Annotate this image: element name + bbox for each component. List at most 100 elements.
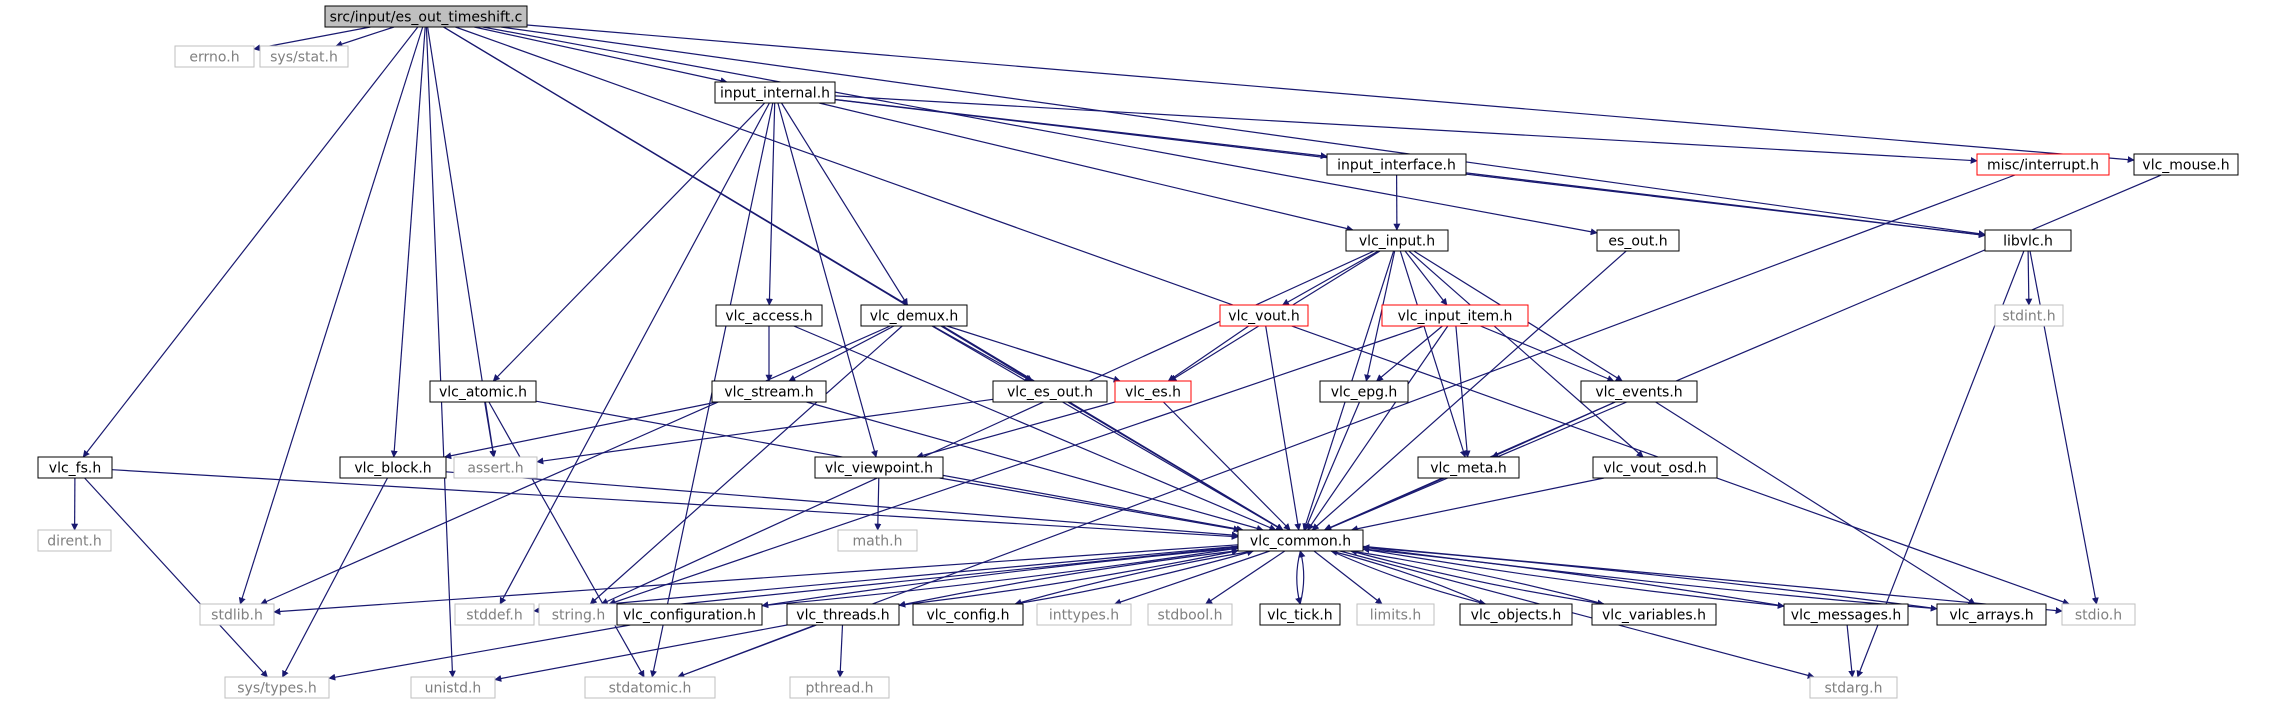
node-label: vlc_messages.h (1791, 608, 1901, 624)
node-label: vlc_common.h (1250, 534, 1351, 550)
node-box (992, 380, 1108, 403)
edge-vlc_variables-to-vlc_common (1350, 548, 1604, 605)
node-stddef[interactable]: stddef.h (454, 603, 535, 626)
node-box (1459, 603, 1573, 626)
node-vlc-objects[interactable]: vlc_objects.h (1459, 603, 1573, 626)
node-box (714, 81, 836, 104)
node-vlc-tick[interactable]: vlc_tick.h (1259, 603, 1341, 626)
node-box (453, 456, 538, 479)
node-vlc-mouse[interactable]: vlc_mouse.h (2133, 153, 2239, 176)
node-stdio[interactable]: stdio.h (2061, 603, 2136, 626)
edge-input_internal-to-vlc_access (765, 102, 776, 306)
node-input-internal[interactable]: input_internal.h (714, 81, 836, 104)
node-vlc-threads[interactable]: vlc_threads.h (786, 603, 900, 626)
node-stdbool[interactable]: stdbool.h (1147, 603, 1233, 626)
node-label: vlc_access.h (725, 309, 812, 325)
edge-vlc_es_out-to-vlc_common (1067, 401, 1284, 531)
node-label: vlc_configuration.h (623, 608, 756, 624)
node-sys-stat[interactable]: sys/stat.h (259, 45, 349, 68)
node-label: vlc_tick.h (1267, 608, 1332, 624)
node-box (454, 603, 535, 626)
node-dirent[interactable]: dirent.h (37, 529, 112, 552)
node-vlc-common[interactable]: vlc_common.h (1237, 529, 1364, 552)
edge-vlc_viewpoint-to-vlc_common (939, 477, 1241, 533)
edge-vlc_messages-to-vlc_common (1362, 546, 1785, 607)
node-stdint[interactable]: stdint.h (1994, 304, 2064, 327)
node-vlc-demux[interactable]: vlc_demux.h (860, 304, 968, 327)
edge-vlc_es-to-vlc_common (1162, 401, 1291, 531)
node-box (410, 676, 496, 699)
node-es-out[interactable]: es_out.h (1596, 229, 1680, 252)
edge-vlc_input-to-string (600, 250, 1375, 605)
node-inttypes[interactable]: inttypes.h (1036, 603, 1132, 626)
edge-vlc_common-to-vlc_configuration (761, 547, 1239, 609)
edge-vlc_viewpoint-to-math (874, 477, 882, 531)
edge-vlc_common-to-vlc_tick (1295, 550, 1302, 605)
node-box (1596, 229, 1680, 252)
node-box (1976, 153, 2110, 176)
edge-libvlc-to-stdio (2029, 250, 2099, 605)
node-label: vlc_epg.h (1331, 385, 1398, 401)
node-stdatomic[interactable]: stdatomic.h (584, 676, 716, 699)
node-label: vlc_objects.h (1471, 608, 1562, 624)
node-vlc-input-item[interactable]: vlc_input_item.h (1381, 304, 1529, 327)
node-box (1936, 603, 2047, 626)
node-misc-interrupt[interactable]: misc/interrupt.h (1976, 153, 2110, 176)
node-input-interface[interactable]: input_interface.h (1326, 153, 1467, 176)
node-vlc-viewpoint[interactable]: vlc_viewpoint.h (814, 456, 944, 479)
node-box (1147, 603, 1233, 626)
edge-es_out_timeshift-to-vlc_mouse (526, 24, 2135, 164)
node-vlc-vout-osd[interactable]: vlc_vout_osd.h (1592, 456, 1718, 479)
node-vlc-meta[interactable]: vlc_meta.h (1417, 456, 1520, 479)
node-box (174, 45, 255, 68)
node-label: vlc_config.h (926, 608, 1009, 624)
node-vlc-es-out[interactable]: vlc_es_out.h (992, 380, 1108, 403)
node-vlc-input[interactable]: vlc_input.h (1345, 229, 1449, 252)
node-label: vlc_vout_osd.h (1603, 461, 1706, 477)
edge-vlc_atomic-to-stdatomic (488, 401, 645, 678)
node-box (1237, 529, 1364, 552)
node-sys-types[interactable]: sys/types.h (224, 676, 330, 699)
node-label: stdatomic.h (609, 681, 692, 697)
node-vlc-fs[interactable]: vlc_fs.h (37, 456, 113, 479)
node-stdlib[interactable]: stdlib.h (199, 603, 275, 626)
edge-vlc_block-to-sys_types (281, 477, 389, 678)
node-vlc-configuration[interactable]: vlc_configuration.h (616, 603, 763, 626)
node-vlc-es[interactable]: vlc_es.h (1114, 380, 1192, 403)
node-math[interactable]: math.h (837, 529, 918, 552)
edge-es_out_timeshift-to-stdlib (238, 26, 424, 605)
node-assert[interactable]: assert.h (453, 456, 538, 479)
node-vlc-config[interactable]: vlc_config.h (912, 603, 1024, 626)
node-es-out-timeshift[interactable]: src/input/es_out_timeshift.c (324, 5, 528, 28)
node-label: vlc_variables.h (1602, 608, 1706, 624)
node-vlc-events[interactable]: vlc_events.h (1580, 380, 1698, 403)
node-libvlc[interactable]: libvlc.h (1984, 229, 2072, 252)
node-vlc-block[interactable]: vlc_block.h (339, 456, 447, 479)
node-label: dirent.h (47, 534, 102, 550)
node-label: vlc_arrays.h (1949, 608, 2033, 624)
node-unistd[interactable]: unistd.h (410, 676, 496, 699)
node-vlc-arrays[interactable]: vlc_arrays.h (1936, 603, 2047, 626)
node-string[interactable]: string.h (538, 603, 619, 626)
node-box (199, 603, 275, 626)
node-label: vlc_es_out.h (1007, 385, 1093, 401)
node-vlc-messages[interactable]: vlc_messages.h (1783, 603, 1909, 626)
node-vlc-stream[interactable]: vlc_stream.h (711, 380, 827, 403)
node-stdarg[interactable]: stdarg.h (1809, 676, 1898, 699)
node-label: vlc_input_item.h (1398, 309, 1513, 325)
node-vlc-vout[interactable]: vlc_vout.h (1219, 304, 1309, 327)
node-limits[interactable]: limits.h (1356, 603, 1435, 626)
edge-vlc_common-to-vlc_objects (1330, 550, 1487, 606)
node-pthread[interactable]: pthread.h (789, 676, 890, 699)
node-vlc-variables[interactable]: vlc_variables.h (1591, 603, 1717, 626)
edge-es_out_timeshift-to-es_out (482, 26, 1598, 236)
node-vlc-access[interactable]: vlc_access.h (715, 304, 823, 327)
edge-vlc_input_item-to-vlc_epg (1376, 325, 1443, 382)
node-vlc-atomic[interactable]: vlc_atomic.h (429, 380, 537, 403)
node-box (1259, 603, 1341, 626)
node-label: vlc_meta.h (1430, 461, 1507, 477)
edge-vlc_common-to-vlc_config (1014, 550, 1254, 606)
node-vlc-epg[interactable]: vlc_epg.h (1319, 380, 1409, 403)
node-errno[interactable]: errno.h (174, 45, 255, 68)
